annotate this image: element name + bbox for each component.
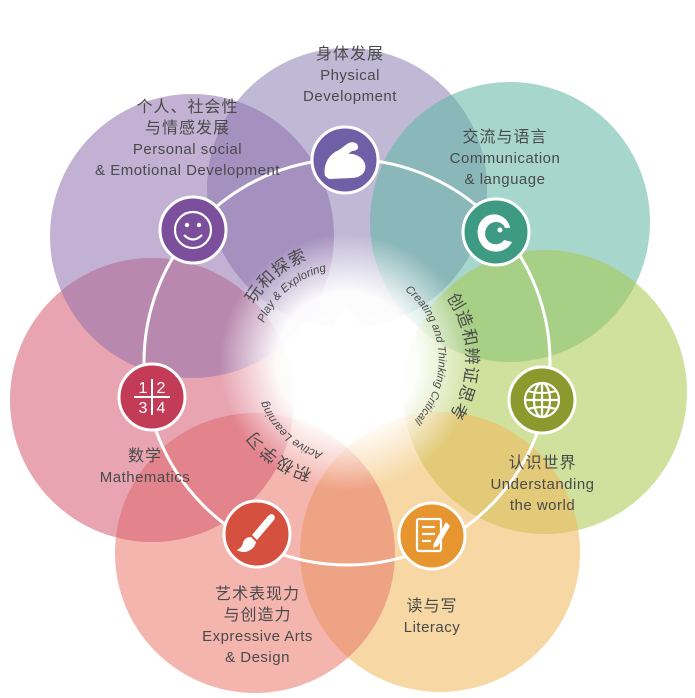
literacy-cn: 读与写 bbox=[406, 598, 458, 615]
label-communication: 交流与语言 Communication & language bbox=[430, 127, 580, 190]
world-cn: 认识世界 bbox=[508, 455, 577, 472]
badge-arts bbox=[222, 499, 292, 569]
flexed-arm-icon bbox=[324, 142, 366, 179]
label-literacy: 读与写 Literacy bbox=[372, 596, 492, 638]
math-digit-2: 2 bbox=[157, 380, 166, 397]
arts-cn-2: 与创造力 bbox=[223, 607, 292, 624]
badge-communication-bg bbox=[461, 197, 531, 267]
speech-face-icon bbox=[477, 214, 512, 252]
label-world: 认识世界 Understanding the world bbox=[470, 453, 615, 516]
physical-en-2: Development bbox=[303, 88, 397, 105]
badge-communication bbox=[461, 197, 531, 267]
badge-physical bbox=[310, 125, 380, 195]
arts-en-1: Expressive Arts bbox=[202, 628, 313, 645]
paintbrush-icon bbox=[237, 514, 275, 552]
personal-en-2: & Emotional Development bbox=[95, 162, 280, 179]
personal-cn-2: 与情感发展 bbox=[144, 120, 230, 137]
badge-math: 1 2 3 4 bbox=[117, 362, 187, 432]
label-arts: 艺术表现力 与创造力 Expressive Arts & Design bbox=[185, 584, 330, 668]
label-math: 数学 Mathematics bbox=[85, 446, 205, 488]
badge-world bbox=[507, 365, 577, 435]
arts-cn-1: 艺术表现力 bbox=[214, 586, 300, 603]
centre-star bbox=[301, 305, 393, 386]
world-en-1: Understanding bbox=[490, 476, 595, 493]
badge-personal bbox=[158, 195, 228, 265]
globe-icon bbox=[523, 381, 561, 419]
smiley-face-icon bbox=[173, 210, 213, 250]
math-digit-4: 4 bbox=[157, 400, 166, 417]
icon-badges: 1 2 3 4 bbox=[117, 125, 577, 571]
world-en-2: the world bbox=[509, 497, 576, 514]
label-personal: 个人、社会性 与情感发展 Personal social & Emotional… bbox=[75, 97, 300, 181]
arts-en-2: & Design bbox=[225, 649, 290, 666]
literacy-en: Literacy bbox=[403, 619, 461, 636]
math-digit-3: 3 bbox=[139, 400, 148, 417]
badge-personal-bg bbox=[158, 195, 228, 265]
math-cn: 数学 bbox=[127, 448, 162, 465]
numbers-grid-icon: 1 2 3 4 bbox=[134, 379, 170, 417]
label-physical: 身体发展 Physical Development bbox=[275, 44, 425, 107]
math-digit-1: 1 bbox=[139, 380, 148, 397]
personal-cn-1: 个人、社会性 bbox=[136, 99, 239, 116]
physical-cn: 身体发展 bbox=[315, 46, 384, 63]
communication-cn: 交流与语言 bbox=[462, 129, 548, 146]
communication-en-1: Communication bbox=[449, 150, 561, 167]
physical-en-1: Physical bbox=[320, 67, 380, 84]
writing-pad-icon bbox=[415, 517, 450, 553]
personal-en-1: Personal social bbox=[132, 141, 243, 158]
badge-literacy bbox=[397, 501, 467, 571]
math-en: Mathematics bbox=[99, 469, 191, 486]
communication-en-2: & language bbox=[464, 171, 546, 188]
badge-literacy-bg bbox=[397, 501, 467, 571]
